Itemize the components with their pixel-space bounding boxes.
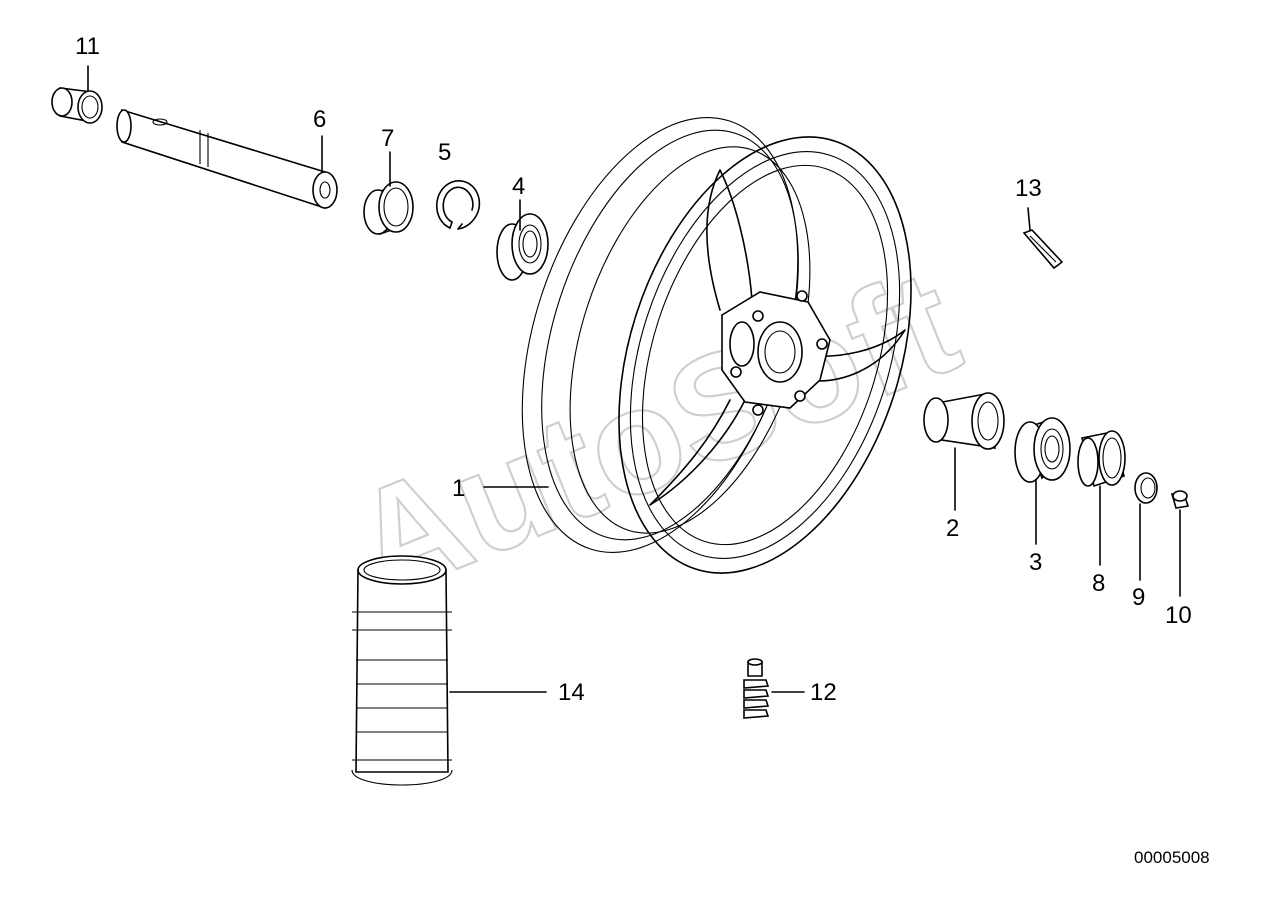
leader-lines [87,65,1181,693]
part-13-weight [1022,229,1064,270]
callout-14: 14 [558,679,585,706]
callout-6: 6 [313,106,326,133]
part-4-bearing [496,213,549,281]
callout-4: 4 [512,173,525,200]
part-8-sleeve [1077,430,1126,488]
part-9-cap [1134,472,1158,504]
callout-2: 2 [946,515,959,542]
part-12-valve [743,658,770,719]
callout-1: 1 [452,475,465,502]
callout-12: 12 [810,679,837,706]
part-5-circlip [436,180,481,230]
callout-5: 5 [438,139,451,166]
callout-13: 13 [1015,175,1042,202]
part-6-axle [116,108,338,210]
reference-number: 00005008 [1134,848,1210,867]
part-14-tool [351,555,453,786]
part-3-bearing [1014,417,1071,483]
callout-9: 9 [1132,584,1145,611]
part-1-wheel [521,117,912,574]
part-11-sleeve [51,87,103,124]
callout-10: 10 [1165,602,1192,629]
callout-7: 7 [381,125,394,152]
part-10-screw [1170,490,1190,509]
callout-labels: 1 2 3 4 5 6 7 8 9 10 11 12 13 14 [75,33,1192,706]
callout-8: 8 [1092,570,1105,597]
callout-11: 11 [75,33,100,60]
part-2-spacer [923,392,1005,450]
callout-3: 3 [1029,549,1042,576]
part-7-spacer [363,181,414,236]
